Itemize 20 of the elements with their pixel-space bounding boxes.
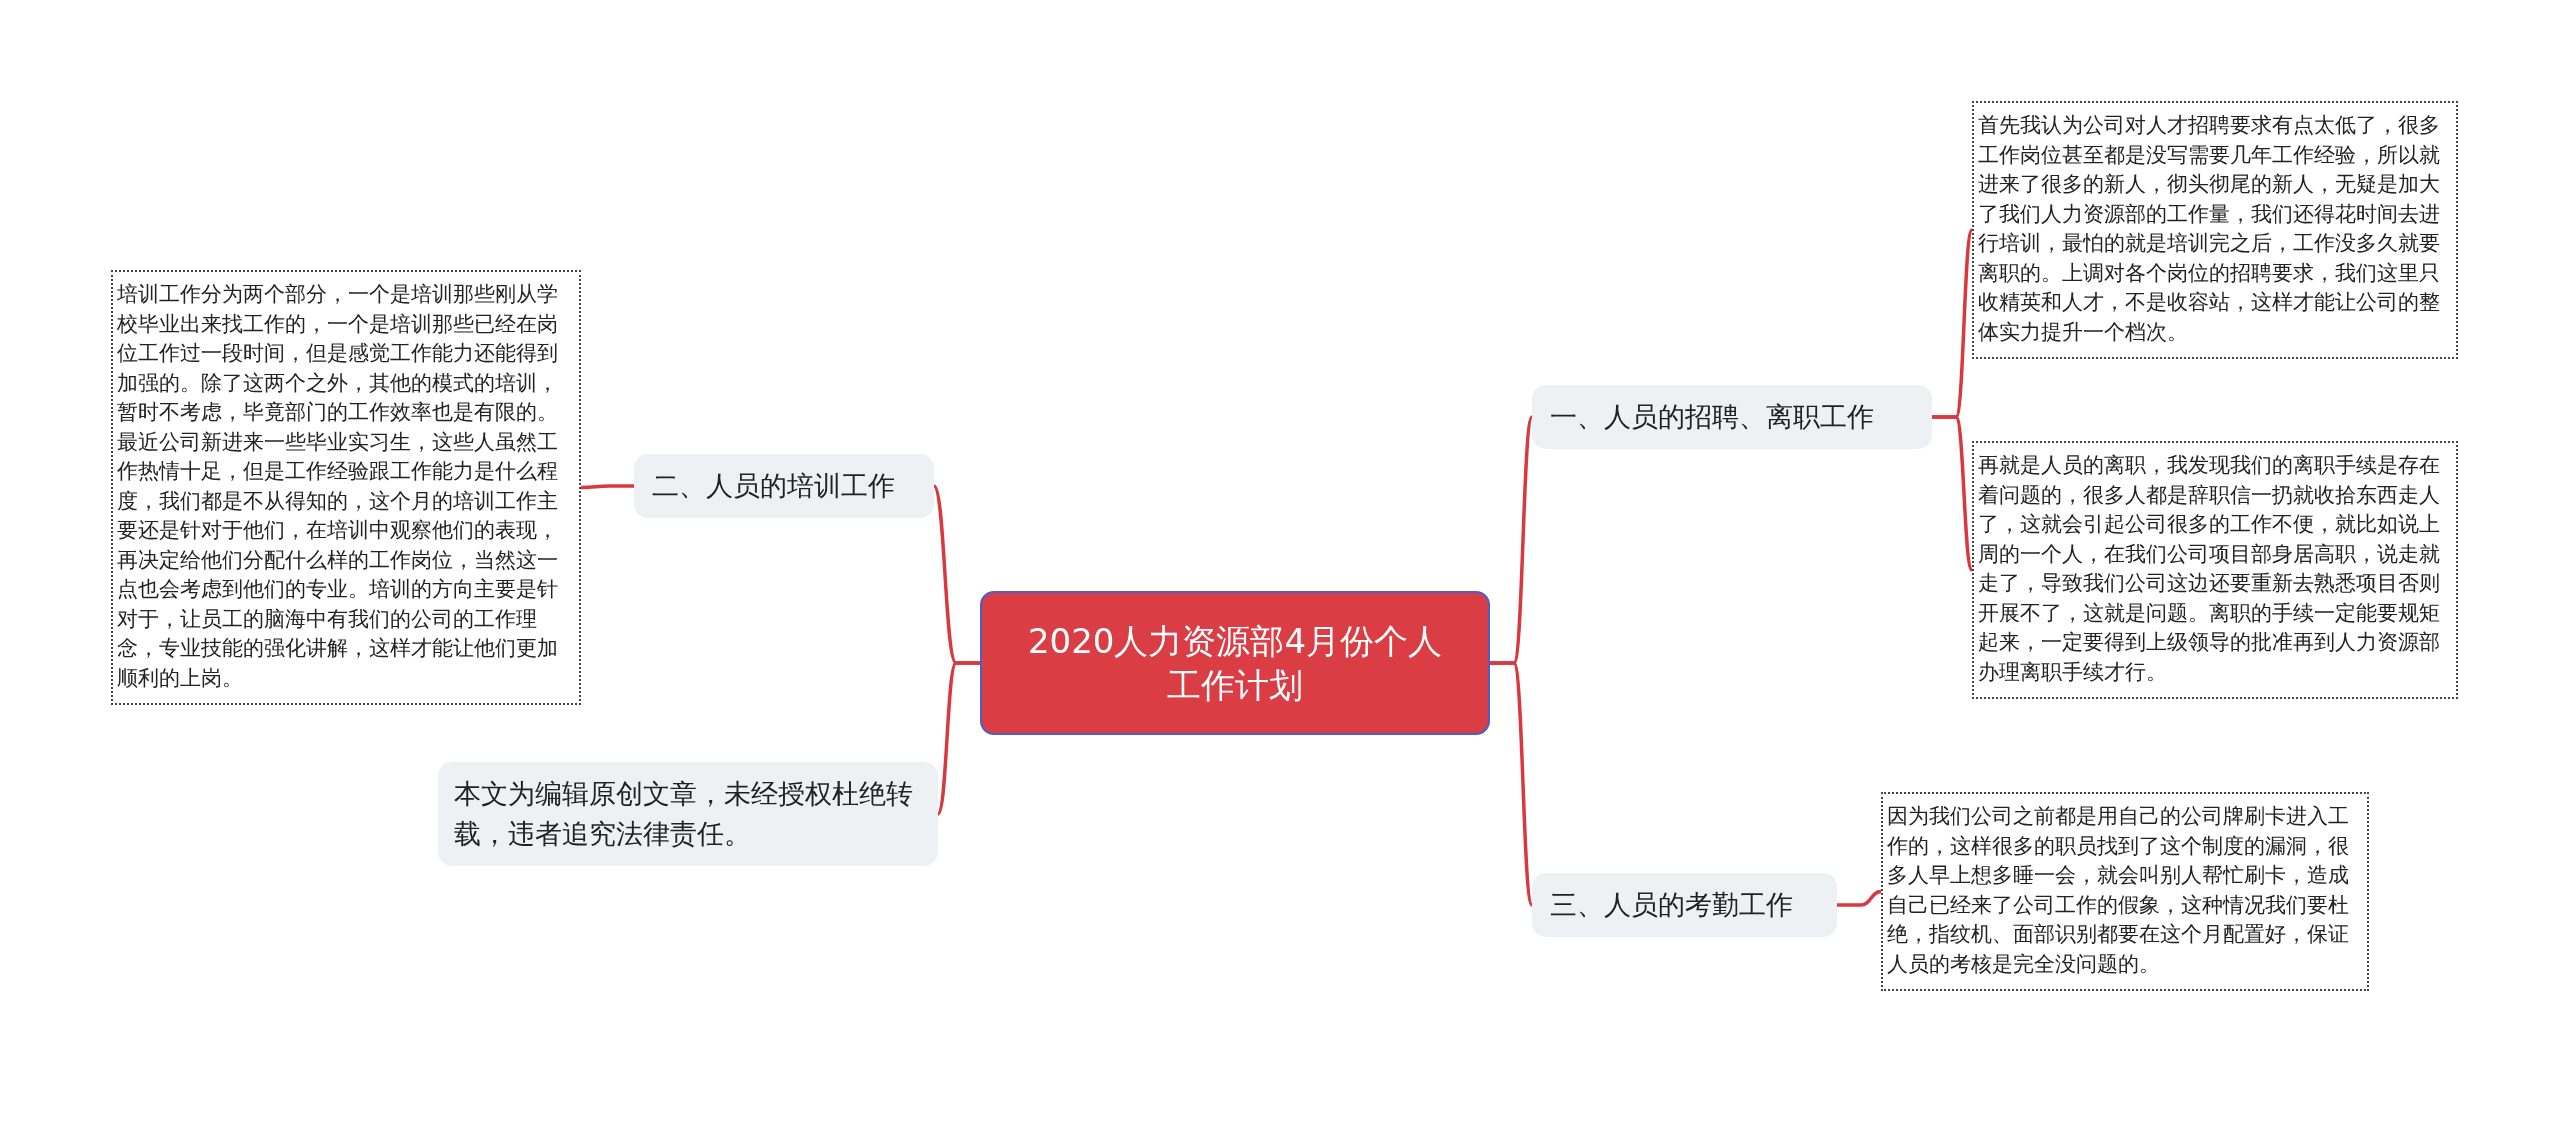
- topic-box: [634, 454, 934, 518]
- topic-text: 再就是人员的离职，我发现我们的离职手续是存在着问题的，很多人都是辞职信一扔就收拾东西走人了，这就会引起公司很多的工作不便，就比如说上周的一个人，在我们公司项目部身居高职，说走就走了，导致我们公司这边还要重新去熟悉项目否则开展不了，这就是问题。离职的手续一定能要规矩起来，一定要得到上级领导的批准再到人力资源部办理离职手续才行。: [1978, 452, 2441, 686]
- topic-text: 二、人员的培训工作: [652, 469, 896, 503]
- topic-text: 培训工作分为两个部分，一个是培训那些刚从学校毕业出来找工作的，一个是培训那些已经在岗位工作过一段时间，但是感觉工作能力还能得到加强的。除了这两个之外，其他的模式的培训，暂时不考虑，毕竟部门的工作效率也是有限的。最近公司新进来一些毕业实习生，这些人虽然工作热情十足，但是工作经验跟工作能力是什么程度，我们都是不从得知的，这个月的培训工作主要还是针对于他们，在培训中观察他们的表现，再决定给他们分配什么样的工作岗位，当然这一点也会考虑到他们的专业。培训的方向主要是针对于，让员工的脑海中有我们的公司的工作理念，专业技能的强化讲解，这样才能让他们更加顺利的上岗。: [117, 281, 559, 692]
- central-topic: [980, 591, 1490, 735]
- branch-line: [1837, 889, 1882, 907]
- branch-line: [1490, 661, 1534, 906]
- branch-line: [1932, 415, 1974, 571]
- topic-text: 一、人员的招聘、离职工作: [1550, 400, 1875, 434]
- branch-line: [936, 661, 980, 815]
- topic-box: [1532, 385, 1932, 449]
- note-box: [438, 762, 938, 866]
- branch-line: [581, 484, 634, 490]
- topic-text: 首先我认为公司对人才招聘要求有点太低了，很多工作岗位甚至都是没写需要几年工作经验，所以就进来了很多的新人，彻头彻尾的新人，无疑是加大了我们人力资源部的工作量，我们还得花时间去进行培训，最怕的就是培训完之后，工作没多久就要离职的。上调对各个岗位的招聘要求，我们这里只收精英和人才，不是收容站，这样才能让公司的整体实力提升一个档次。: [1978, 112, 2441, 346]
- detail-box: [1881, 792, 2369, 991]
- title-text: 2020人力资源部4月份个人工作计划: [1026, 620, 1444, 707]
- topic-text: 因为我们公司之前都是用自己的公司牌刷卡进入工作的，这样很多的职员找到了这个制度的漏洞，很多人早上想多睡一会，就会叫别人帮忙刷卡，造成自己已经来了公司工作的假象，这种情况我们要杜绝，指纹机、面部识别都要在这个月配置好，保证人员的考核是完全没问题的。: [1887, 803, 2350, 978]
- topic-text: 三、人员的考勤工作: [1550, 888, 1794, 922]
- topic-text: 本文为编辑原创文章，未经授权杜绝转载，违者追究法律责任。: [454, 777, 914, 851]
- topic-box: [1532, 873, 1837, 937]
